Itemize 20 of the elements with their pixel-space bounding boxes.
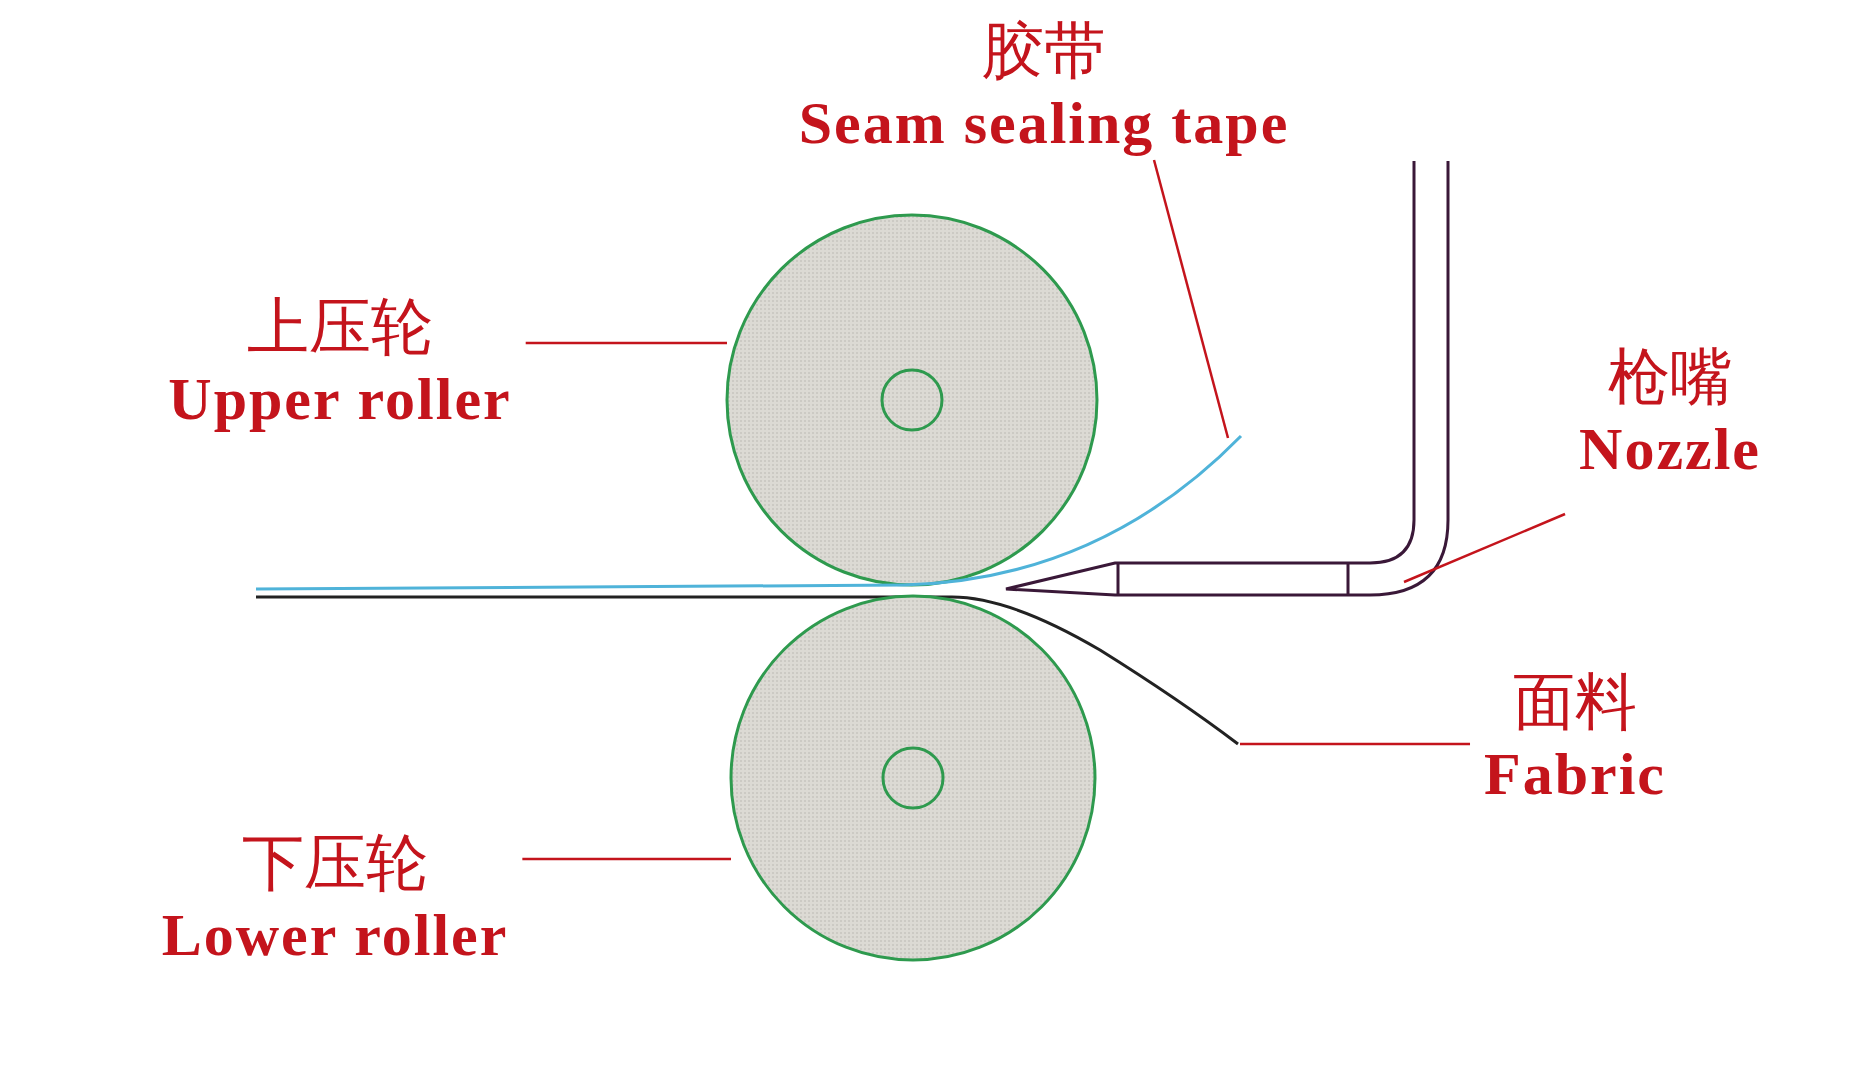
fabric-line <box>256 595 1239 746</box>
tape-line <box>256 434 1243 591</box>
chinese-label: 胶带 <box>982 14 1106 88</box>
english-label: Fabric <box>1484 740 1666 809</box>
chinese-label: 上压轮 <box>247 290 433 364</box>
english-label: Seam sealing tape <box>798 89 1290 158</box>
chinese-label: 枪嘴 <box>1608 340 1732 414</box>
upper-roller-drawing <box>725 213 1099 587</box>
leader-line <box>1240 742 1470 746</box>
english-label: Upper roller <box>168 365 512 434</box>
leader-line <box>522 857 731 861</box>
lower-roller-drawing <box>729 594 1097 962</box>
nozzle-drawing <box>1004 161 1450 597</box>
english-label: Lower roller <box>161 901 509 970</box>
leader-line <box>525 341 727 345</box>
leader-line <box>1152 159 1230 439</box>
english-label: Nozzle <box>1579 415 1761 484</box>
chinese-label: 面料 <box>1513 665 1637 739</box>
leader-line <box>1403 512 1566 584</box>
chinese-label: 下压轮 <box>242 826 428 900</box>
